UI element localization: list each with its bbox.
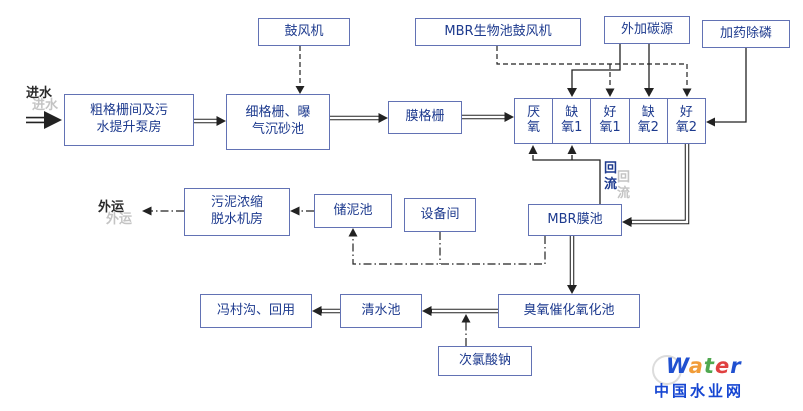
flow-coarse-to-fine: [194, 116, 226, 126]
node-bio-tank: 厌氧 缺氧1 好氧1 缺氧2 好氧2: [514, 98, 706, 144]
node-phosphorus-removal: 加药除磷: [702, 20, 790, 48]
watermark-brand-letter: t: [703, 354, 715, 378]
flow-ozone-to-clear: [422, 306, 498, 316]
bio-cell-aerobic-2: 好氧2: [666, 99, 705, 143]
haul-out-label-echo: 外运: [106, 212, 133, 227]
recycle-label-echo: 回流: [617, 170, 631, 201]
site-watermark: Water 中国水业网: [650, 354, 800, 404]
flow-bio-to-mbr-tank: [622, 144, 690, 227]
bio-cell-label: 厌氧: [527, 105, 541, 135]
flow-membrane-screen-to-bio: [462, 112, 514, 122]
node-carbon-source: 外加碳源: [604, 16, 690, 44]
watermark-brand-letter: r: [730, 354, 742, 378]
node-fine-screen: 细格栅、曝气沉砂池: [226, 94, 330, 150]
bio-cell-label: 缺氧2: [637, 105, 659, 135]
recycle-line: [528, 145, 601, 204]
watermark-brand-letter: e: [714, 354, 731, 378]
bio-cell-label: 缺氧1: [561, 105, 583, 135]
influent-label: 进水: [26, 86, 53, 101]
sludge-haul-out-line: [142, 206, 184, 216]
node-clear-water-tank: 清水池: [340, 294, 422, 328]
bio-cell-anoxic-1: 缺氧1: [552, 99, 590, 143]
sludge-mbr-to-storage-line: [348, 228, 546, 265]
recycle-label: 回流: [604, 161, 618, 192]
mbr-blower-air-lines: [496, 46, 692, 97]
watermark-site-name: 中国水业网: [654, 382, 745, 400]
node-ozone-tank: 臭氧催化氧化池: [498, 294, 640, 328]
bio-cell-aerobic-1: 好氧1: [590, 99, 628, 143]
flow-clear-to-reuse: [312, 306, 340, 316]
sludge-storage-to-dewatering-line: [290, 206, 314, 216]
bio-cell-anaerobic: 厌氧: [515, 99, 552, 143]
bio-cell-label: 好氧2: [675, 105, 698, 135]
bio-cell-anoxic-2: 缺氧2: [628, 99, 667, 143]
bio-cell-label: 好氧1: [599, 105, 621, 135]
node-mbr-tank: MBR膜池: [528, 204, 622, 236]
node-equipment-room: 设备间: [404, 198, 476, 232]
haul-out-label: 外运: [98, 200, 125, 215]
blower-air-line: [295, 46, 305, 94]
node-membrane-screen: 膜格栅: [388, 101, 462, 134]
flow-mbr-to-ozone: [567, 236, 577, 294]
node-blower: 鼓风机: [258, 18, 350, 46]
naclo-dosing-line: [461, 314, 471, 346]
watermark-brand: Water: [666, 354, 742, 378]
flow-fine-to-membrane-screen: [330, 113, 388, 123]
node-fengcun-reuse: 冯村沟、回用: [200, 294, 312, 328]
influent-label-echo: 进水: [32, 98, 59, 113]
influent-arrow: [26, 111, 62, 129]
node-mbr-blower: MBR生物池鼓风机: [415, 18, 581, 46]
node-sludge-storage: 储泥池: [314, 194, 392, 228]
watermark-brand-letter: W: [666, 354, 689, 378]
watermark-brand-letter: a: [688, 354, 704, 378]
node-naclo: 次氯酸钠: [438, 346, 532, 376]
node-sludge-dewatering: 污泥浓缩脱水机房: [184, 188, 290, 236]
watermark-globe-icon: [652, 355, 682, 385]
phosphorus-dosing-line: [706, 48, 747, 127]
node-coarse-screen: 粗格栅间及污水提升泵房: [64, 94, 194, 146]
carbon-source-lines: [567, 44, 654, 97]
